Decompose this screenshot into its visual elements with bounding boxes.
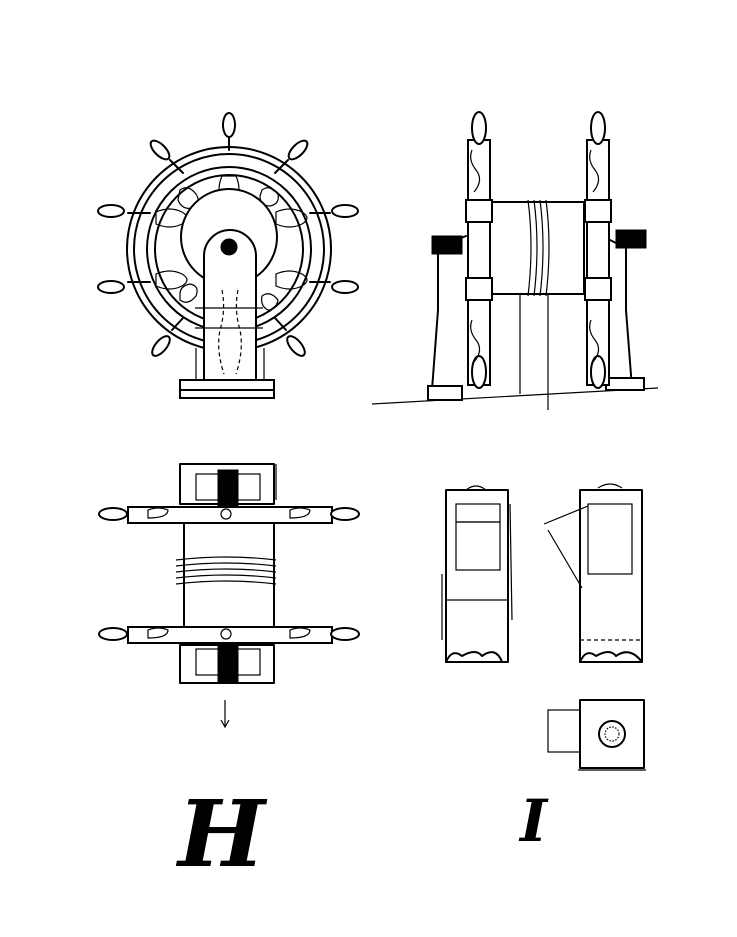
wheel-side-view	[371, 111, 659, 410]
axle-hole	[220, 238, 238, 256]
wheel-edge-right	[584, 111, 612, 389]
screw-right	[615, 229, 647, 249]
pedestal-base	[179, 379, 275, 391]
compass-dial	[598, 720, 626, 748]
wheel-plan-view	[98, 463, 360, 729]
plan-wheel-top	[127, 506, 333, 524]
wheel-edge-left	[465, 111, 493, 389]
ships-wheel-front-view	[97, 112, 359, 399]
binnacle-plan-view	[547, 699, 646, 771]
plan-wheel-bottom	[127, 626, 333, 644]
binnacle-side-view	[543, 483, 643, 663]
figure-label-i: I	[520, 787, 548, 855]
figure-label-h: H	[178, 780, 265, 888]
screw-left	[431, 235, 463, 255]
wheel-handles	[97, 112, 359, 357]
pedestal-column	[203, 229, 257, 381]
plan-screw-bottom	[217, 644, 239, 684]
binnacle-front-view	[441, 485, 513, 663]
plan-screw-top	[217, 469, 239, 509]
